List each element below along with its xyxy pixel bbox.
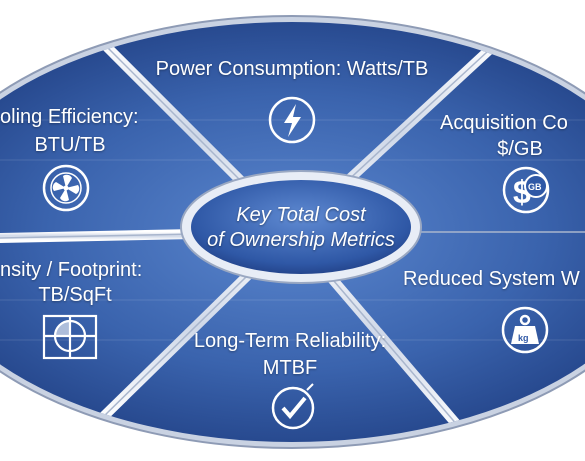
cooling-label-line2: BTU/TB <box>34 134 106 156</box>
lightning-bolt-icon <box>268 96 316 144</box>
dollar-gb-icon: $ GB <box>502 166 550 214</box>
density-label-line1: nsity / Footprint: <box>0 259 143 281</box>
density-label-line2: TB/SqFt <box>38 284 112 306</box>
reliability-label-line2: MTBF <box>262 357 318 379</box>
acquisition-label-line2: $/GB <box>497 138 543 160</box>
center-title-line2: of Ownership Metrics <box>207 229 395 251</box>
weight-kg-icon: kg <box>501 306 549 354</box>
weight-label: Reduced System W <box>403 268 580 290</box>
fan-icon <box>42 164 90 212</box>
checkmark-icon <box>271 383 315 430</box>
acquisition-label-line1: Acquisition Co <box>440 112 568 134</box>
cooling-label-line1: oling Efficiency: <box>0 106 139 128</box>
svg-text:kg: kg <box>518 333 529 343</box>
reliability-label-line1: Long-Term Reliability: <box>193 330 387 352</box>
power-label: Power Consumption: Watts/TB <box>155 58 429 80</box>
center-ellipse <box>191 180 411 274</box>
footprint-grid-icon <box>42 314 98 360</box>
svg-text:GB: GB <box>528 182 542 192</box>
center-title-line1: Key Total Cost <box>236 204 366 226</box>
